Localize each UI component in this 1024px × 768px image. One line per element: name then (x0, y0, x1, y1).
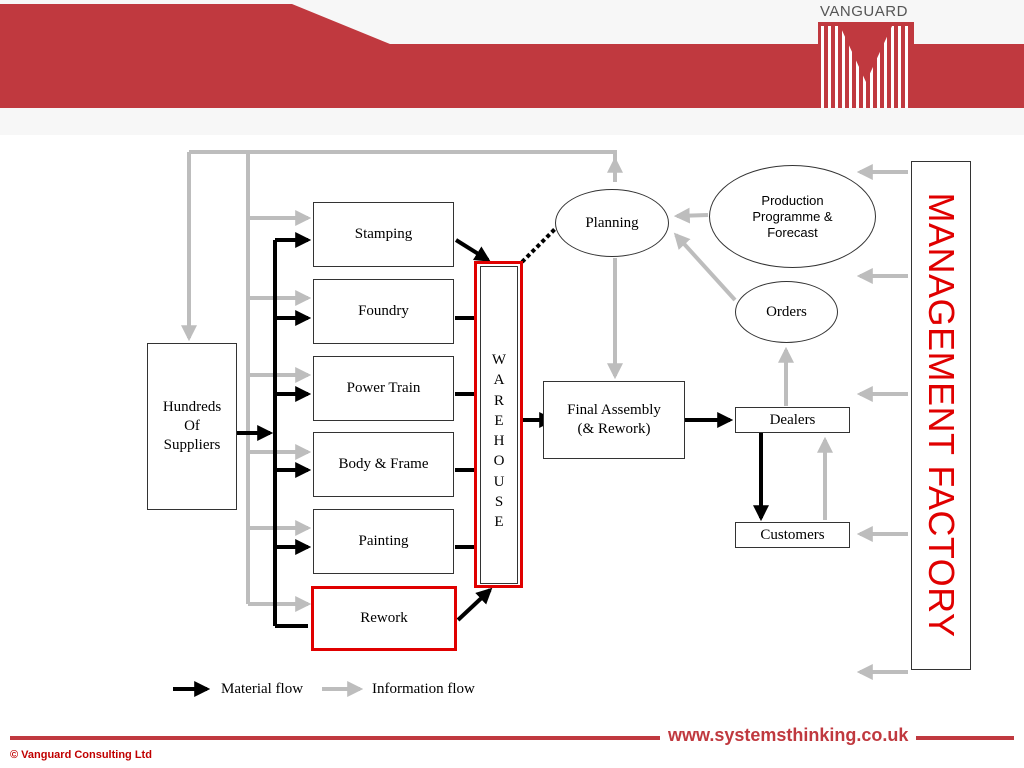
suppliers-label-line3: Suppliers (163, 437, 221, 453)
stamping-box: Stamping (313, 202, 454, 267)
vanguard-logo-icon (818, 22, 914, 108)
management-factory-label: MANAGEMENT FACTORY (921, 192, 962, 638)
material-flow-lines (237, 232, 769, 628)
power-train-label: Power Train (346, 380, 421, 396)
warehouse-letter: W (491, 352, 507, 368)
final-assembly-label-line2: (& Rework) (577, 421, 651, 437)
production-label-line2: Programme & (752, 208, 833, 224)
power-train-box: Power Train (313, 356, 454, 421)
warehouse-letter: R (493, 392, 504, 409)
body-frame-label: Body & Frame (338, 456, 429, 472)
foundry-label: Foundry (358, 303, 409, 319)
warehouse-letter: S (494, 494, 504, 511)
warehouse-letter: E (494, 412, 504, 429)
rework-label: Rework (360, 610, 408, 626)
management-factory-box (911, 161, 971, 670)
final-assembly-label-line1: Final Assembly (567, 402, 661, 418)
warehouse-letter: A (493, 372, 505, 389)
warehouse-letter: E (494, 514, 504, 531)
warehouse-label: W A R E H O U S E (487, 350, 511, 533)
legend-information-label: Information flow (372, 681, 475, 697)
warehouse-box (480, 266, 518, 584)
customers-box: Customers (735, 522, 850, 548)
legend-material-label: Material flow (221, 681, 304, 697)
production-label-line3: Forecast (767, 224, 818, 240)
suppliers-label-line1: Hundreds (162, 399, 222, 415)
planning-label: Planning (585, 214, 639, 231)
warehouse-letter: H (493, 433, 505, 450)
suppliers-label-line2: Of (184, 418, 200, 434)
foundry-box: Foundry (313, 279, 454, 344)
customers-label: Customers (760, 526, 825, 543)
planning-ellipse: Planning (555, 189, 669, 257)
copyright-notice: © Vanguard Consulting Ltd (10, 749, 152, 761)
final-assembly-box: Final Assembly (& Rework) (543, 381, 685, 459)
dealers-label: Dealers (769, 411, 816, 428)
header-banner (0, 0, 1024, 135)
orders-label: Orders (766, 303, 807, 320)
warehouse-letter: O (493, 453, 505, 470)
dealers-box: Dealers (735, 407, 850, 433)
suppliers-box: Hundreds Of Suppliers (147, 343, 237, 510)
orders-ellipse: Orders (735, 281, 838, 343)
painting-label: Painting (358, 533, 409, 549)
stamping-label: Stamping (354, 226, 413, 242)
footer-rule-right (916, 736, 1014, 740)
footer-website-link[interactable]: www.systemsthinking.co.uk (668, 725, 909, 745)
body-frame-box: Body & Frame (313, 432, 454, 497)
rework-box: Rework (311, 586, 457, 651)
footer-rule-left (10, 736, 660, 740)
brand-name: VANGUARD (820, 3, 908, 20)
warehouse-letter: U (493, 473, 505, 490)
painting-box: Painting (313, 509, 454, 574)
production-forecast-ellipse: Production Programme & Forecast (709, 165, 876, 268)
production-label-line1: Production (761, 192, 824, 208)
